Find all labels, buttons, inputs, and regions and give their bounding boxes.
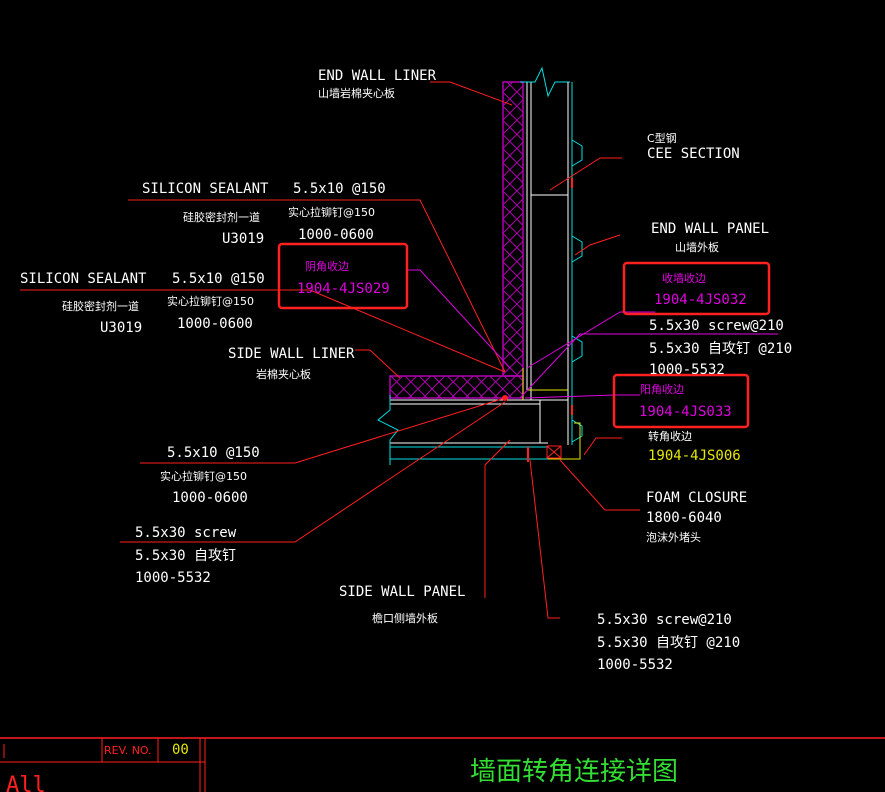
- screw-3-code: 1000-5532: [597, 657, 673, 673]
- side-wall-liner-label: SIDE WALL LINER: [228, 346, 355, 362]
- cee-section-cn: C型钢: [647, 131, 677, 145]
- highlight-box-outer-corner: [612, 373, 750, 429]
- sealant-2-label: SILICON SEALANT: [20, 271, 147, 287]
- corner-flash-code: 1904-4JS006: [648, 448, 741, 464]
- edge-flash-cn: 收墙收边: [662, 271, 706, 285]
- highlight-box-edge-flash: [622, 261, 771, 316]
- cee-section-label: CEE SECTION: [647, 146, 740, 162]
- end-wall-panel-label: END WALL PANEL: [651, 221, 769, 237]
- side-wall-panel-cn: 檐口侧墙外板: [372, 611, 438, 625]
- end-wall-liner-cn: 山墙岩棉夹心板: [318, 86, 395, 100]
- sealant-2-cn: 硅胶密封剂一道: [62, 299, 139, 313]
- outer-corner-code: 1904-4JS033: [639, 404, 732, 420]
- title-block: REV. NO. 00 All 墙面转角连接详图: [0, 737, 885, 792]
- screw-2-cn: 5.5x30 自攻钉: [135, 548, 236, 564]
- end-wall-panel-cn: 山墙外板: [675, 240, 719, 254]
- foam-closure-cn: 泡沫外堵头: [646, 530, 701, 544]
- side-wall-liner-cn: 岩棉夹心板: [256, 367, 311, 381]
- rivet-3-code: 1000-0600: [172, 490, 248, 506]
- screw-2-code: 1000-5532: [135, 570, 211, 586]
- sealant-1-cn: 硅胶密封剂一道: [183, 210, 260, 224]
- rivet-3-label: 5.5x10 @150: [167, 445, 260, 461]
- sealant-1-label: SILICON SEALANT: [142, 181, 269, 197]
- rivet-1-label: 5.5x10 @150: [293, 181, 386, 197]
- end-wall-assembly: [502, 66, 583, 445]
- rivet-3-cn: 实心拉铆钉@150: [160, 469, 247, 483]
- rivet-1-code: 1000-0600: [298, 227, 374, 243]
- side-wall-assembly: [377, 368, 581, 465]
- sealant-1-code: U3019: [222, 231, 264, 247]
- side-wall-panel-label: SIDE WALL PANEL: [339, 584, 465, 600]
- corner-flash-cn: 转角收边: [648, 429, 692, 443]
- highlight-box-inner-corner: [277, 242, 409, 310]
- foam-closure-label: FOAM CLOSURE: [646, 490, 747, 506]
- screw-3-label: 5.5x30 screw@210: [597, 612, 732, 628]
- sealant-2-code: U3019: [100, 320, 142, 336]
- inner-corner-code: 1904-4JS029: [297, 281, 390, 297]
- drawing-title: 墙面转角连接详图: [470, 757, 678, 787]
- rivet-2-cn: 实心拉铆钉@150: [167, 294, 254, 308]
- screw-3-cn: 5.5x30 自攻钉 @210: [597, 635, 740, 651]
- outer-corner-cn: 阳角收边: [640, 382, 684, 396]
- screw-1-label: 5.5x30 screw@210: [649, 318, 784, 334]
- end-wall-liner-label: END WALL LINER: [318, 68, 437, 84]
- rivet-1-cn: 实心拉铆钉@150: [288, 205, 375, 219]
- rivet-2-label: 5.5x10 @150: [172, 271, 265, 287]
- rev-value: 00: [172, 742, 189, 758]
- screw-1-code: 1000-5532: [649, 362, 725, 378]
- screw-1-cn: 5.5x30 自攻钉 @210: [649, 341, 792, 357]
- rev-label: REV. NO.: [104, 744, 152, 757]
- rivet-2-code: 1000-0600: [177, 316, 253, 332]
- sheet-text: All: [6, 773, 46, 792]
- foam-closure-code: 1800-6040: [646, 510, 722, 526]
- leader-lines: [20, 81, 640, 619]
- edge-flash-code: 1904-4JS032: [654, 292, 747, 308]
- inner-corner-cn: 阴角收边: [305, 259, 349, 273]
- screw-2-label: 5.5x30 screw: [135, 525, 237, 541]
